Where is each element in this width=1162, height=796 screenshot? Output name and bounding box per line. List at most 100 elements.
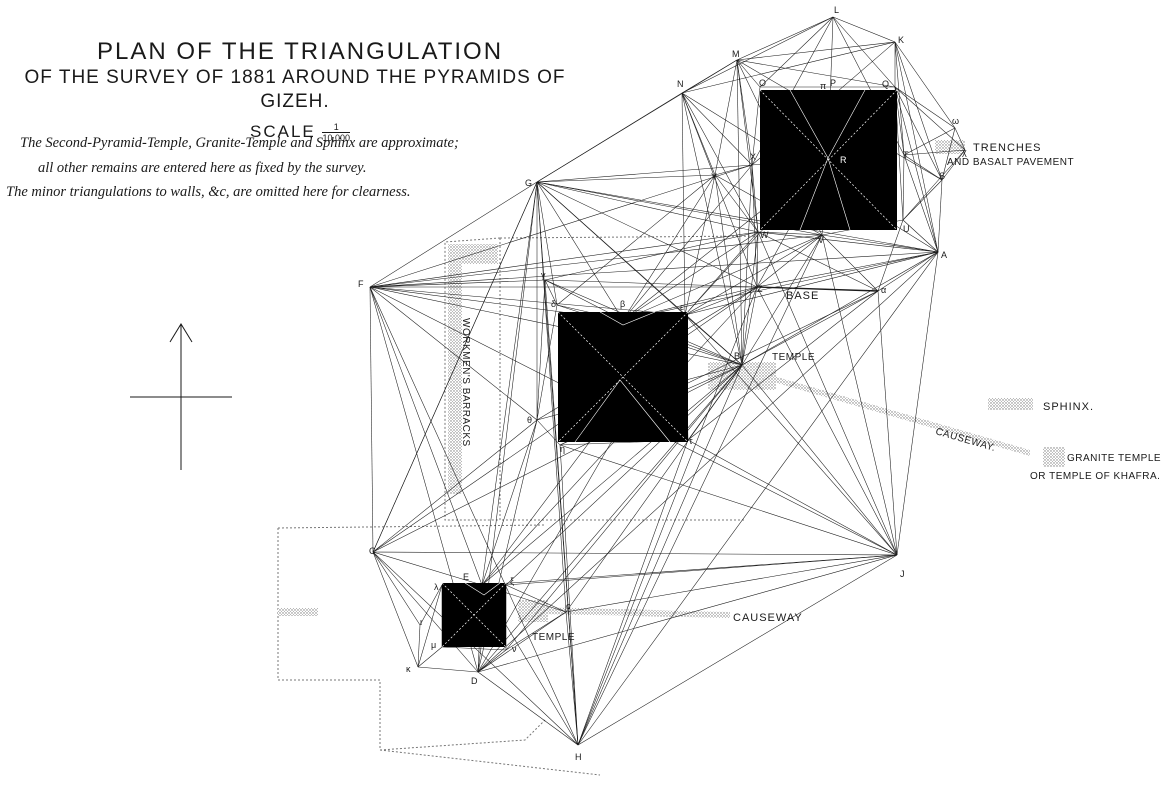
sight-line bbox=[417, 646, 443, 668]
title-block: PLAN OF THE TRIANGULATION OF THE SURVEY … bbox=[0, 38, 600, 143]
sight-line bbox=[894, 41, 939, 253]
sight-line bbox=[369, 164, 753, 288]
sight-line bbox=[372, 419, 538, 553]
scale-fraction: 1 10,000 bbox=[322, 122, 350, 143]
sight-line bbox=[736, 41, 896, 61]
sight-line bbox=[902, 149, 966, 221]
triangulation-lines bbox=[369, 16, 966, 746]
station-eta: η bbox=[560, 444, 565, 454]
sight-line bbox=[369, 286, 483, 586]
sight-line bbox=[544, 279, 758, 288]
sight-line bbox=[684, 231, 759, 316]
sight-line bbox=[684, 314, 898, 556]
sight-line bbox=[565, 554, 898, 613]
sight-line bbox=[736, 59, 896, 88]
sight-line bbox=[757, 231, 898, 556]
sight-line bbox=[896, 251, 939, 556]
sight-line bbox=[577, 234, 823, 746]
sight-line bbox=[369, 234, 823, 288]
station-q: Q bbox=[882, 79, 889, 89]
sight-line bbox=[372, 551, 479, 673]
sight-line bbox=[937, 179, 943, 253]
sight-line bbox=[877, 290, 898, 556]
sight-line bbox=[741, 290, 879, 366]
station-e: E bbox=[463, 572, 469, 582]
sight-line bbox=[687, 290, 879, 441]
station-delta: δ bbox=[551, 299, 556, 309]
sight-line bbox=[821, 234, 879, 292]
sight-line bbox=[565, 364, 743, 613]
sight-line bbox=[902, 154, 905, 221]
sight-line bbox=[369, 251, 939, 288]
station-l: L bbox=[834, 5, 839, 15]
station-m: M bbox=[732, 49, 740, 59]
great-pyramid bbox=[759, 89, 898, 231]
sight-line bbox=[536, 92, 683, 183]
scale-text: SCALE bbox=[249, 122, 316, 141]
sight-line bbox=[559, 444, 579, 746]
note-line-1: The Second-Pyramid-Temple, Granite-Templ… bbox=[20, 135, 459, 151]
barracks-strip bbox=[448, 264, 462, 494]
sight-line bbox=[714, 174, 759, 233]
station-g: G bbox=[525, 178, 532, 188]
sight-line bbox=[477, 554, 898, 673]
station-c: C bbox=[369, 546, 376, 556]
sight-line bbox=[536, 174, 716, 183]
sight-line bbox=[756, 286, 898, 556]
sight-line bbox=[903, 154, 943, 181]
sight-line bbox=[477, 251, 939, 673]
sight-line bbox=[544, 279, 579, 746]
sight-line bbox=[832, 16, 896, 43]
sight-line bbox=[536, 304, 558, 421]
sight-line bbox=[894, 41, 905, 156]
sight-line bbox=[681, 92, 759, 233]
sight-line bbox=[372, 551, 419, 668]
causeway-upper bbox=[770, 375, 1030, 456]
sight-line bbox=[684, 286, 758, 316]
sight-line bbox=[759, 16, 834, 88]
station-theta: θ bbox=[527, 415, 532, 425]
sight-line bbox=[681, 92, 743, 366]
label-causeway-upper: CAUSEWAY. bbox=[934, 426, 997, 454]
station-d: D bbox=[471, 676, 478, 686]
sight-line bbox=[714, 164, 753, 176]
sight-line bbox=[622, 234, 823, 321]
station-z: Z bbox=[757, 284, 763, 294]
sight-line bbox=[736, 59, 753, 166]
sight-line bbox=[622, 174, 716, 321]
label-temple-third: TEMPLE bbox=[532, 632, 575, 643]
sight-line bbox=[941, 149, 966, 181]
sight-line bbox=[481, 181, 538, 586]
station-s: S bbox=[939, 171, 945, 181]
sight-line bbox=[741, 286, 758, 366]
label-temple-b: TEMPLE bbox=[772, 352, 815, 363]
sight-line bbox=[736, 59, 759, 233]
sight-line bbox=[941, 127, 956, 181]
sight-line bbox=[687, 439, 898, 556]
sight-line bbox=[417, 624, 421, 668]
sight-line bbox=[477, 671, 579, 746]
enclosure-walls bbox=[277, 235, 761, 776]
sight-line bbox=[681, 92, 686, 316]
sight-line bbox=[577, 554, 898, 746]
sight-line bbox=[894, 86, 966, 151]
sight-line bbox=[903, 149, 966, 156]
sight-line bbox=[577, 364, 743, 746]
sight-line bbox=[477, 611, 567, 673]
sight-line bbox=[477, 364, 743, 673]
station-u: U bbox=[903, 224, 910, 234]
sight-line bbox=[441, 646, 507, 651]
sight-line bbox=[369, 181, 538, 288]
sight-line bbox=[577, 286, 758, 746]
sight-line bbox=[372, 551, 898, 556]
label-granite-temple: GRANITE TEMPLE bbox=[1067, 453, 1161, 464]
sight-line bbox=[954, 127, 966, 151]
station-h: H bbox=[575, 752, 582, 762]
station-w: W bbox=[760, 230, 769, 240]
station-lambda: λ bbox=[434, 582, 439, 592]
sight-line bbox=[544, 279, 558, 306]
scale-denominator: 10,000 bbox=[322, 133, 350, 144]
sight-line bbox=[419, 584, 443, 626]
sight-line bbox=[894, 41, 956, 129]
label-temple-of-khafra: OR TEMPLE OF KHAFRA. bbox=[1030, 471, 1160, 482]
